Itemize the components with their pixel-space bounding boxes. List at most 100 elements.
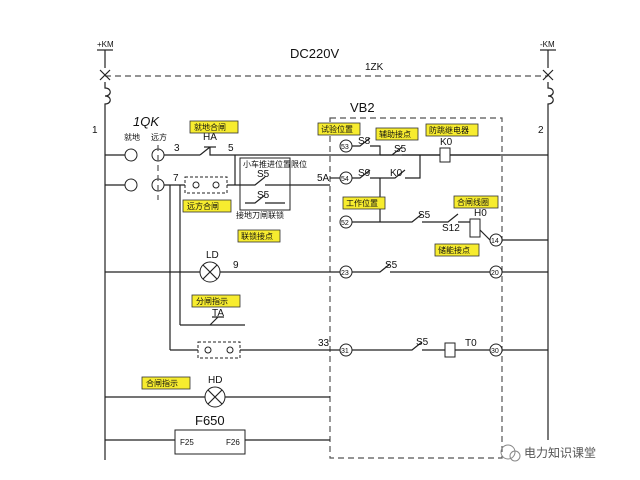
node-7: 7	[173, 173, 179, 184]
s12-contact-icon	[440, 213, 470, 223]
label-test-position: 试验位置	[317, 122, 361, 136]
row33-term-b	[226, 346, 234, 354]
label-local-close: 就地合闸	[189, 120, 239, 134]
k0-contact-label: K0	[390, 168, 403, 179]
remote-close-contact	[184, 176, 228, 194]
left-rail-number: 1	[92, 125, 98, 136]
terminal-54-label: 54	[341, 176, 349, 183]
s8-contact-icon	[352, 137, 381, 155]
t0-label: T0	[465, 338, 477, 349]
f26-label: F26	[226, 438, 240, 447]
ld-cross	[202, 264, 218, 280]
vb2-label: VB2	[350, 100, 375, 115]
label-work-position: 工作位置	[342, 196, 386, 210]
svg-text:辅助接点: 辅助接点	[379, 129, 411, 139]
node-5a: 5A	[317, 173, 330, 184]
switch-contact-2	[124, 178, 138, 192]
label-interlock: 联锁接点	[237, 229, 281, 243]
svg-text:防跳继电器: 防跳继电器	[429, 125, 469, 135]
terminal-14-label: 14	[491, 238, 499, 245]
t0-coil-icon	[444, 342, 456, 358]
terminal-52-label: 52	[341, 220, 349, 227]
pos-fuse-icon	[104, 82, 111, 110]
hd-cross	[207, 389, 223, 405]
wechat-icon-small	[509, 450, 521, 462]
row33-term-a	[204, 346, 212, 354]
f650-box	[174, 429, 246, 455]
svg-text:工作位置: 工作位置	[346, 198, 378, 208]
svg-text:远方合闸: 远方合闸	[187, 201, 219, 211]
switch-col-remote: 远方	[151, 132, 167, 142]
s5-lower-label: S5	[257, 190, 270, 201]
node-33: 33	[318, 338, 330, 349]
watermark-text: 电力知识课堂	[524, 446, 596, 460]
label-aux-contact: 辅助接点	[375, 127, 419, 141]
label-close-coil: 合闸线圈	[453, 195, 499, 209]
label-energy-contact: 储能接点	[434, 243, 480, 257]
svg-text:联锁接点: 联锁接点	[241, 231, 273, 241]
interlock-block	[239, 157, 291, 211]
s12-label: S12	[442, 223, 460, 234]
node-9: 9	[233, 260, 239, 271]
s5-aux-label: S5	[394, 144, 407, 155]
voltage-label: DC220V	[290, 46, 339, 61]
label-anti-pump: 防跳继电器	[425, 123, 479, 137]
svg-text:分闸指示: 分闸指示	[196, 296, 228, 306]
label-remote-close: 远方合闸	[182, 199, 232, 213]
h0-coil-icon	[469, 218, 481, 238]
k0-relay-icon	[439, 147, 451, 163]
s5-upper-label: S5	[257, 169, 270, 180]
svg-text:储能接点: 储能接点	[438, 245, 470, 255]
terminal-20-label: 20	[491, 270, 499, 277]
ta-contact-icon	[209, 316, 224, 326]
remote-term-a	[192, 181, 200, 189]
s5-upper-contact-icon	[245, 176, 285, 186]
negative-supply-label: -KM	[540, 40, 555, 49]
neg-fuse-icon	[547, 82, 554, 110]
k0-contact-icon	[385, 155, 421, 179]
interlock-top-note: 小车推进位置限位	[243, 159, 307, 169]
svg-text:就地合闸: 就地合闸	[194, 122, 226, 132]
label-open-indicator: 分闸指示	[191, 294, 241, 308]
row33-contact	[197, 341, 241, 359]
s5-open-icon	[352, 263, 490, 273]
h0-label: H0	[474, 208, 487, 219]
svg-text:合闸线圈: 合闸线圈	[457, 197, 489, 207]
pos-breaker-icon	[99, 69, 111, 81]
f25-label: F25	[180, 438, 194, 447]
wire-h0-14	[479, 229, 491, 241]
wechat-icon	[500, 444, 516, 460]
breaker-label: 1ZK	[365, 62, 384, 73]
s5-aux-icon	[380, 146, 440, 156]
s9-label: S9	[358, 168, 371, 179]
neg-breaker-icon	[542, 69, 554, 81]
ta-label: TA	[212, 308, 224, 319]
s5-work-label: S5	[418, 210, 431, 221]
ha-label: HA	[203, 132, 217, 143]
s8-label: S8	[358, 136, 371, 147]
vb2-box	[329, 117, 503, 459]
svg-text:试验位置: 试验位置	[321, 124, 353, 134]
s9-contact-icon	[352, 169, 385, 179]
switch-name: 1QK	[133, 114, 160, 129]
node-3: 3	[174, 143, 180, 154]
hd-label: HD	[208, 375, 222, 386]
s5-trip-label: S5	[416, 337, 429, 348]
terminal-30-label: 30	[491, 348, 499, 355]
ha-contact-icon	[199, 146, 235, 156]
terminal-31-label: 31	[341, 348, 349, 355]
terminal-23-label: 23	[341, 270, 349, 277]
f650-label: F650	[195, 413, 225, 428]
s5-work-icon	[380, 213, 440, 223]
positive-supply-label: +KM	[97, 40, 114, 49]
right-rail-number: 2	[538, 125, 544, 136]
s5-lower-contact-icon	[245, 194, 285, 204]
switch-contact-1	[124, 148, 138, 162]
interlock-bottom-note: 接地刀闸联锁	[236, 210, 284, 220]
switch-col-local: 就地	[124, 132, 140, 142]
label-close-indicator: 合闸指示	[141, 376, 191, 390]
s5-trip-icon	[352, 341, 445, 351]
svg-text:合闸指示: 合闸指示	[146, 378, 178, 388]
node-5: 5	[228, 143, 234, 154]
